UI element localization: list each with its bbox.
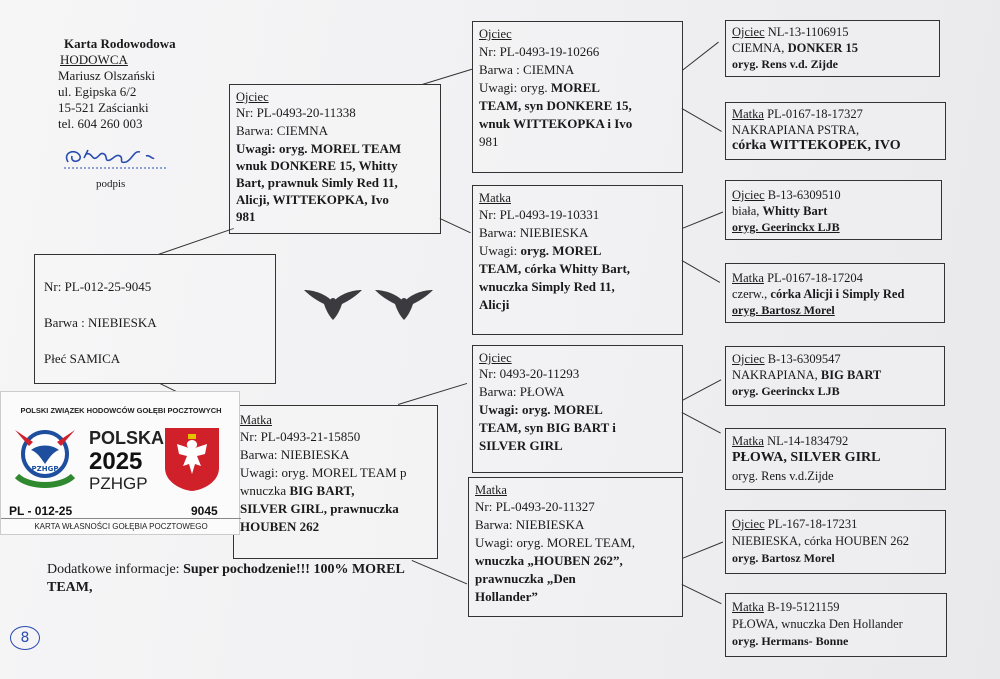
connector: [682, 211, 724, 229]
gp-notes: Hollander”: [475, 589, 538, 604]
page-mark: 8: [10, 626, 40, 650]
dam-notes: wnuczka BIG BART,: [240, 483, 355, 498]
gp-notes: TEAM, syn BIG BART i: [479, 420, 616, 435]
dam-sire-box: Ojciec Nr: 0493-20-11293 Barwa: PŁOWA Uw…: [472, 345, 683, 473]
gp-number: Nr: PL-0493-19-10331: [479, 207, 600, 222]
signature-icon: [64, 149, 166, 169]
dam-color: Barwa: NIEBIESKA: [240, 447, 350, 462]
sire-box: Ojciec Nr: PL-0493-20-11338 Barwa: CIEMN…: [229, 84, 441, 234]
breeder-name: Mariusz Olszański: [58, 68, 156, 83]
ggp-box: Ojciec NL-13-1106915 CIEMNA, DONKER 15 o…: [725, 20, 940, 77]
gp-color: Barwa : CIEMNA: [479, 62, 575, 77]
gp-notes: TEAM, syn DONKERE 15,: [479, 98, 632, 113]
sire-notes: Alicji, WITTEKOPKA, Ivo: [236, 192, 389, 207]
dam-notes: Uwagi: oryg. MOREL TEAM p: [240, 465, 407, 480]
bird-number: Nr: PL-012-25-9045: [44, 279, 152, 294]
connector: [439, 218, 471, 234]
connector: [682, 541, 724, 559]
gp-notes: TEAM, córka Whitty Bart,: [479, 261, 631, 276]
ggp-box: Ojciec B-13-6309510 biała, Whitty Bart o…: [725, 180, 942, 240]
gp-color: Barwa: PŁOWA: [479, 384, 565, 399]
card-ring-right: 9045: [191, 504, 218, 518]
connector: [681, 108, 722, 132]
breeder-phone: tel. 604 260 003: [58, 116, 143, 131]
ggp-box: Matka PL-0167-18-17327 NAKRAPIANA PSTRA,…: [725, 102, 946, 160]
dam-dam-box: Matka Nr: PL-0493-20-11327 Barwa: NIEBIE…: [468, 477, 683, 617]
sire-dam-box: Matka Nr: PL-0493-19-10331 Barwa: NIEBIE…: [472, 185, 683, 335]
sire-color: Barwa: CIEMNA: [236, 123, 329, 138]
connector: [398, 382, 468, 405]
pzhgp-logo-icon: PZHGP: [14, 430, 76, 488]
dam-notes: SILVER GIRL, prawnuczka: [240, 501, 399, 516]
gp-notes: Uwagi: oryg. MOREL: [479, 80, 600, 95]
bird-sex: Płeć SAMICA: [44, 351, 121, 366]
bird-color: Barwa : NIEBIESKA: [44, 315, 157, 330]
breeder-street: ul. Egipska 6/2: [58, 84, 137, 99]
card-ring-left: PL - 012-25: [9, 504, 73, 518]
ggp-box: Matka NL-14-1834792 PŁOWA, SILVER GIRL o…: [725, 428, 946, 490]
sire-notes: 981: [236, 209, 256, 224]
dam-number: Nr: PL-0493-21-15850: [240, 429, 361, 444]
connector: [681, 584, 722, 605]
gp-notes: Uwagi: oryg. MOREL: [479, 243, 602, 258]
gp-notes: wnuk WITTEKOPKA i Ivo: [479, 116, 633, 131]
signature-label: podpis: [96, 178, 126, 190]
ggp-box: Ojciec B-13-6309547 NAKRAPIANA, BIG BART…: [725, 346, 945, 406]
gp-notes: wnuczka Simply Red 11,: [479, 279, 615, 294]
ggp-box: Matka B-19-5121159 PŁOWA, wnuczka Den Ho…: [725, 593, 947, 657]
polish-eagle-emblem-icon: [165, 428, 219, 491]
ownership-card: POLSKI ZWIĄZEK HODOWCÓW GOŁĘBI POCZTOWYC…: [0, 391, 241, 535]
bird-box: Nr: PL-012-25-9045 Barwa : NIEBIESKA Płe…: [34, 254, 276, 384]
card-org: PZHGP: [89, 474, 148, 493]
extra-info-cont: TEAM,: [47, 580, 93, 595]
sire-label: Ojciec: [236, 90, 269, 104]
gp-notes: Alicji: [479, 297, 510, 312]
gp-label: Ojciec: [479, 27, 512, 41]
connector: [681, 260, 721, 283]
sire-sire-box: Ojciec Nr: PL-0493-19-10266 Barwa : CIEM…: [472, 21, 683, 173]
gp-color: Barwa: NIEBIESKA: [475, 517, 585, 532]
connector: [411, 560, 468, 585]
gp-notes: Uwagi: oryg. MOREL TEAM,: [475, 535, 635, 550]
breeder-city: 15-521 Zaścianki: [58, 100, 149, 115]
gp-number: Nr: PL-0493-20-11327: [475, 499, 595, 514]
gp-color: Barwa: NIEBIESKA: [479, 225, 589, 240]
ggp-box: Matka PL-0167-18-17204 czerw., córka Ali…: [725, 263, 945, 323]
extra-info: Dodatkowe informacje: Super pochodzenie!…: [47, 562, 405, 577]
ggp-box: Ojciec PL-167-18-17231 NIEBIESKA, córka …: [725, 510, 946, 574]
gp-notes: wnuczka „HOUBEN 262”,: [475, 553, 623, 568]
sheet-title: Karta Rodowodowa: [64, 36, 176, 51]
pigeon-icon: [304, 290, 362, 320]
svg-text:PZHGP: PZHGP: [32, 465, 59, 473]
dam-label: Matka: [240, 413, 272, 427]
connector: [681, 412, 721, 434]
gp-label: Matka: [479, 191, 511, 205]
gp-number: Nr: PL-0493-19-10266: [479, 44, 600, 59]
pigeon-icon: [375, 290, 433, 320]
gp-notes: 981: [479, 134, 499, 149]
card-footer: KARTA WŁASNOŚCI GOŁĘBIA POCZTOWEGO: [34, 522, 208, 531]
dam-box: Matka Nr: PL-0493-21-15850 Barwa: NIEBIE…: [233, 405, 438, 559]
connector: [422, 68, 473, 85]
card-header: POLSKI ZWIĄZEK HODOWCÓW GOŁĘBI POCZTOWYC…: [20, 406, 222, 415]
gp-notes: SILVER GIRL: [479, 438, 563, 453]
breeder-role: HODOWCA: [60, 52, 128, 67]
gp-notes: Uwagi: oryg. MOREL: [479, 402, 603, 417]
gp-label: Ojciec: [479, 351, 512, 365]
gp-notes: prawnuczka „Den: [475, 571, 576, 586]
card-country: POLSKA: [89, 428, 165, 448]
sire-number: Nr: PL-0493-20-11338: [236, 105, 356, 120]
sire-notes: Bart, prawnuk Simly Red 11,: [236, 175, 398, 190]
gp-label: Matka: [475, 483, 507, 497]
sire-notes: Uwagi: oryg. MOREL TEAM: [236, 141, 402, 156]
gp-number: Nr: 0493-20-11293: [479, 366, 580, 381]
sire-notes: wnuk DONKERE 15, Whitty: [236, 158, 398, 173]
connector: [158, 227, 234, 255]
connector: [682, 379, 722, 401]
card-year: 2025: [89, 448, 143, 475]
dam-notes: HOUBEN 262: [240, 519, 320, 534]
connector: [682, 41, 719, 71]
